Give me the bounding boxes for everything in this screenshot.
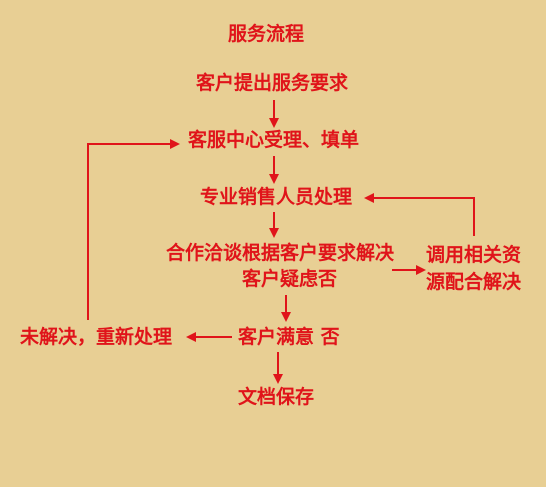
step-sales-staff-handle: 专业销售人员处理 xyxy=(200,186,353,208)
step-resources-line1: 调用相关资 xyxy=(426,244,522,266)
arrow-resources-to-sales xyxy=(364,193,475,236)
step-service-center-accept: 客服中心受理、填单 xyxy=(188,129,360,151)
step-negotiate-line2: 客户疑虑否 xyxy=(242,268,338,290)
step-customer-request: 客户提出服务要求 xyxy=(196,72,349,94)
step-customer-satisfied: 客户满意 否 xyxy=(238,326,340,348)
step-negotiate-line1: 合作洽谈根据客户要求解决 xyxy=(166,242,395,264)
arrow-unresolved-to-accept xyxy=(87,139,180,320)
step-unresolved-reprocess: 未解决，重新处理 xyxy=(20,326,173,348)
step-resources-line2: 源配合解决 xyxy=(426,271,522,293)
step-archive-documents: 文档保存 xyxy=(238,386,315,408)
diagram-title: 服务流程 xyxy=(228,23,305,45)
